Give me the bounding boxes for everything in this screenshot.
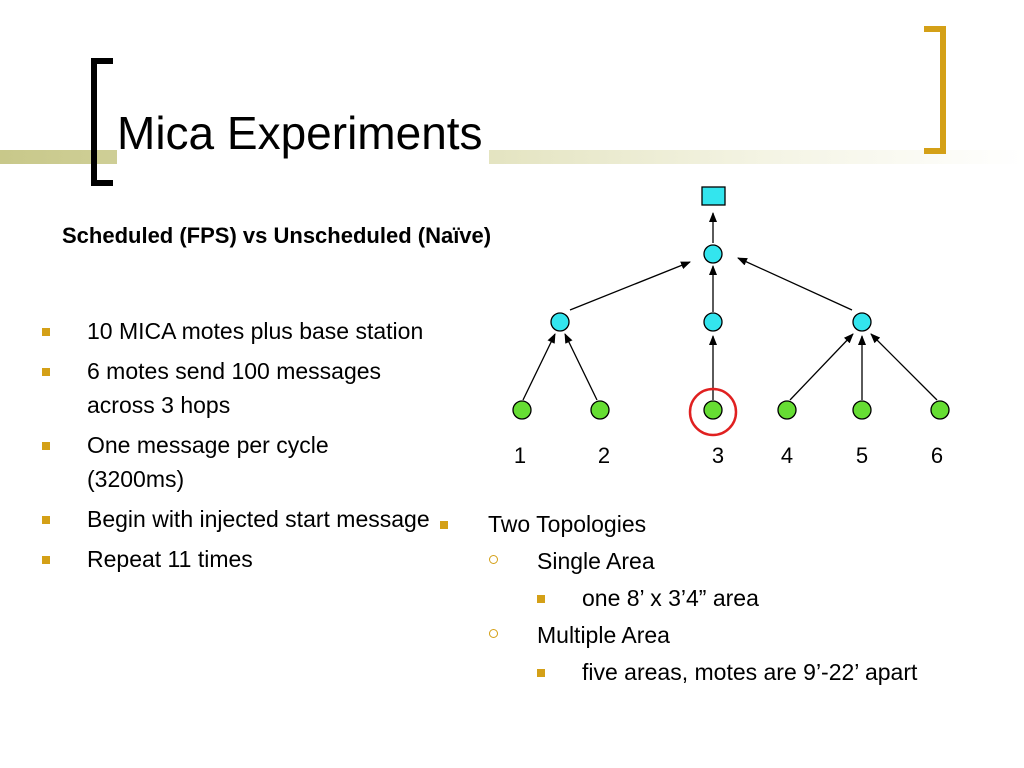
leaf-label-6: 6	[931, 443, 943, 468]
edge-leaf6	[870, 333, 938, 401]
leaf-node-5	[852, 400, 872, 420]
leaf-label-3: 3	[712, 443, 724, 468]
edge-left-to-relay	[569, 261, 691, 311]
bullet-item: 10 MICA motes plus base station	[40, 314, 430, 348]
topology-single-area-detail: one 8’ x 3’4” area	[440, 580, 1020, 617]
leaf-label-1: 1	[514, 443, 526, 468]
leaf-label-4: 4	[781, 443, 793, 468]
highlight-ring	[688, 387, 738, 437]
diagram-edges	[522, 212, 938, 401]
square-bullet-icon	[42, 516, 50, 524]
topology-multiple-area-detail: five areas, motes are 9’-22’ apart	[440, 654, 1020, 691]
bullet-item: 6 motes send 100 messages across 3 hops	[40, 354, 430, 422]
relay-node-right	[852, 312, 872, 332]
slide-subtitle: Scheduled (FPS) vs Unscheduled (Naïve)	[62, 223, 492, 248]
left-bracket-decor	[91, 58, 113, 186]
topology-single-area: Single Area	[440, 543, 1020, 580]
relay-node-left	[550, 312, 570, 332]
relay-node-middle	[703, 312, 723, 332]
right-bracket-decor	[924, 26, 946, 154]
topologies-list: Two Topologies Single Area one 8’ x 3’4”…	[440, 506, 1020, 691]
square-bullet-icon	[537, 595, 545, 603]
leaf-label-5: 5	[856, 443, 868, 468]
edge-leaf4	[789, 333, 854, 401]
slide-title: Mica Experiments	[117, 98, 489, 168]
setup-bullet-list: 10 MICA motes plus base station 6 motes …	[40, 314, 430, 582]
leaf-node-6	[930, 400, 950, 420]
edge-leaf1	[522, 333, 556, 401]
leaf-node-4	[777, 400, 797, 420]
bullet-item: Repeat 11 times	[40, 542, 430, 576]
ring-bullet-icon	[489, 555, 498, 564]
topology-multiple-area: Multiple Area	[440, 617, 1020, 654]
square-bullet-icon	[537, 669, 545, 677]
leaf-node-1	[512, 400, 532, 420]
base-station-node	[701, 186, 726, 206]
square-bullet-icon	[42, 368, 50, 376]
edge-leaf2	[564, 333, 598, 401]
topologies-heading: Two Topologies	[440, 506, 1020, 543]
square-bullet-icon	[440, 521, 448, 529]
bullet-item: Begin with injected start message	[40, 502, 430, 536]
square-bullet-icon	[42, 556, 50, 564]
leaf-node-2	[590, 400, 610, 420]
edge-right-to-relay	[737, 257, 853, 311]
leaf-label-2: 2	[598, 443, 610, 468]
bullet-item: One message per cycle (3200ms)	[40, 428, 430, 496]
square-bullet-icon	[42, 328, 50, 336]
leaf-node-3	[703, 400, 723, 420]
relay-node-top	[703, 244, 723, 264]
square-bullet-icon	[42, 442, 50, 450]
ring-bullet-icon	[489, 629, 498, 638]
